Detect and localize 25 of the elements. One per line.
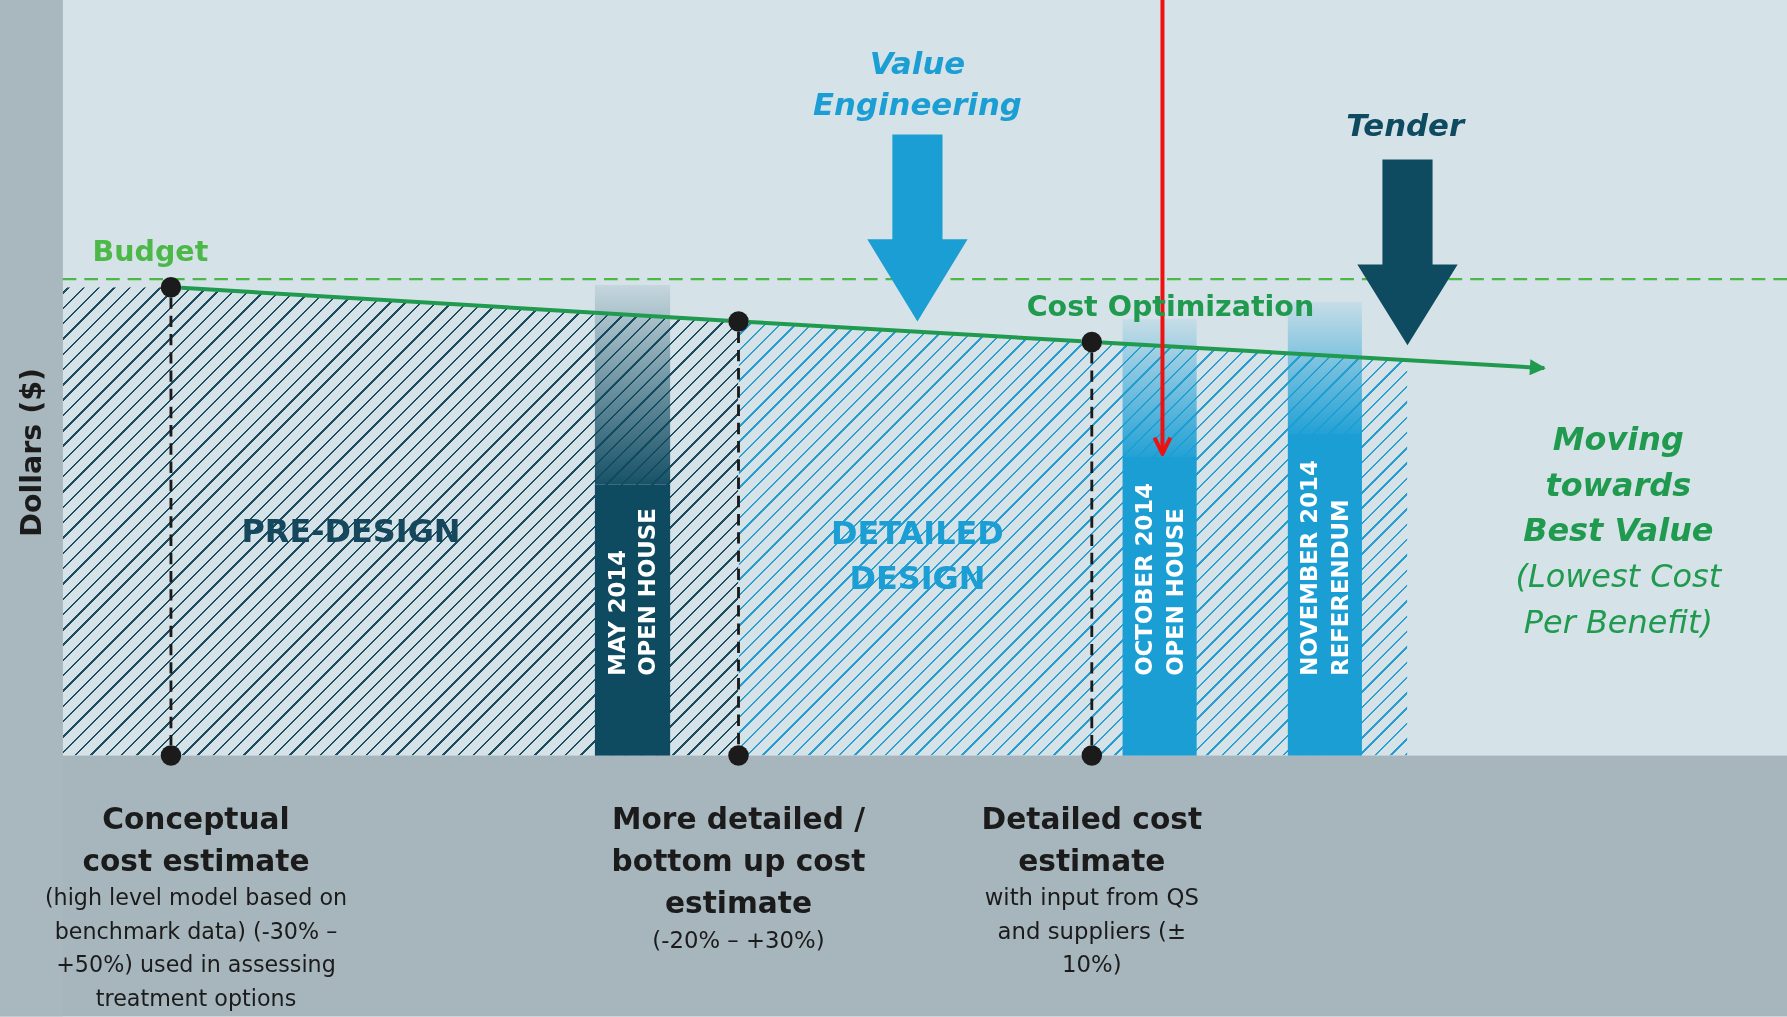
- point-marker: [728, 745, 749, 766]
- annotation-arrow: [1152, 0, 1173, 456]
- cost-line: [748, 320, 1082, 344]
- milestone-bar: [1122, 457, 1197, 756]
- estimate-title: Detailed cost estimate: [980, 800, 1204, 880]
- note-text: (Lowest Cost Per Benefit): [1514, 556, 1723, 643]
- dashed-guide-line: [1090, 352, 1094, 746]
- estimate-note: (high level model based on benchmark data) (-30% – +50%) used in assessing treatment options: [43, 883, 349, 1014]
- note-text: Moving towards Best Value: [1522, 419, 1715, 552]
- estimate-title: More detailed / bottom up cost estimate: [610, 800, 867, 922]
- estimate-title: Conceptual cost estimate: [81, 800, 311, 880]
- cost-line: [181, 285, 729, 323]
- estimate-note: with input from QS and suppliers (± 10%): [983, 882, 1200, 980]
- axis-title: Dollars ($): [13, 366, 49, 539]
- line-label: Budget: [91, 233, 210, 270]
- cost-line: [1101, 340, 1546, 376]
- dashed-guide-line: [737, 331, 740, 746]
- estimate-note: (-20% – +30%): [651, 925, 826, 956]
- milestone-label: MAY 2014 OPEN HOUSE: [601, 507, 662, 676]
- milestone-bar: [594, 484, 671, 756]
- milestone-label: OCTOBER 2014 OPEN HOUSE: [1129, 481, 1190, 676]
- arrow-label: Value Engineering: [812, 44, 1023, 125]
- arrow-label: Tender: [1345, 106, 1467, 145]
- milestone-bar: [1287, 433, 1362, 756]
- milestone-label: NOVEMBER 2014 REFERENDUM: [1294, 459, 1355, 676]
